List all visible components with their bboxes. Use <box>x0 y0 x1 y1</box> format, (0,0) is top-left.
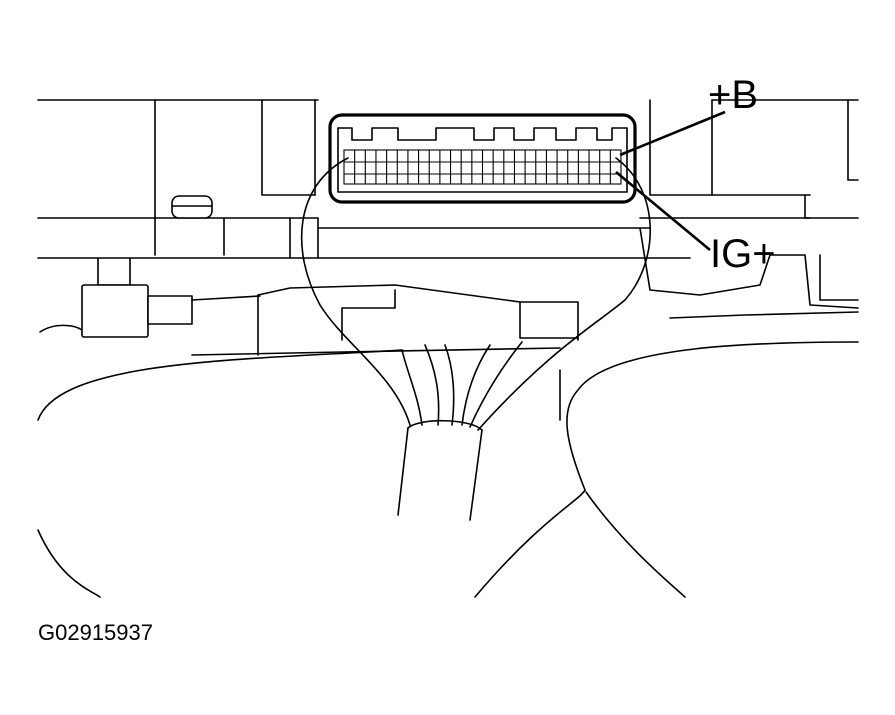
plus-b-leader <box>619 110 726 157</box>
leader-lines <box>615 110 726 252</box>
plus-b-label: +B <box>708 73 758 117</box>
latch-clip <box>171 195 213 219</box>
wire-harness <box>300 157 651 521</box>
connector-pin-grid <box>354 150 611 184</box>
side-connector <box>39 257 261 338</box>
ig-plus-label: IG+ <box>710 232 776 276</box>
lower-body <box>191 227 859 356</box>
cover-arcs <box>37 341 859 598</box>
ecu-connector <box>328 113 637 204</box>
ig-plus-leader <box>615 170 711 252</box>
figure-code: G02915937 <box>38 620 153 645</box>
